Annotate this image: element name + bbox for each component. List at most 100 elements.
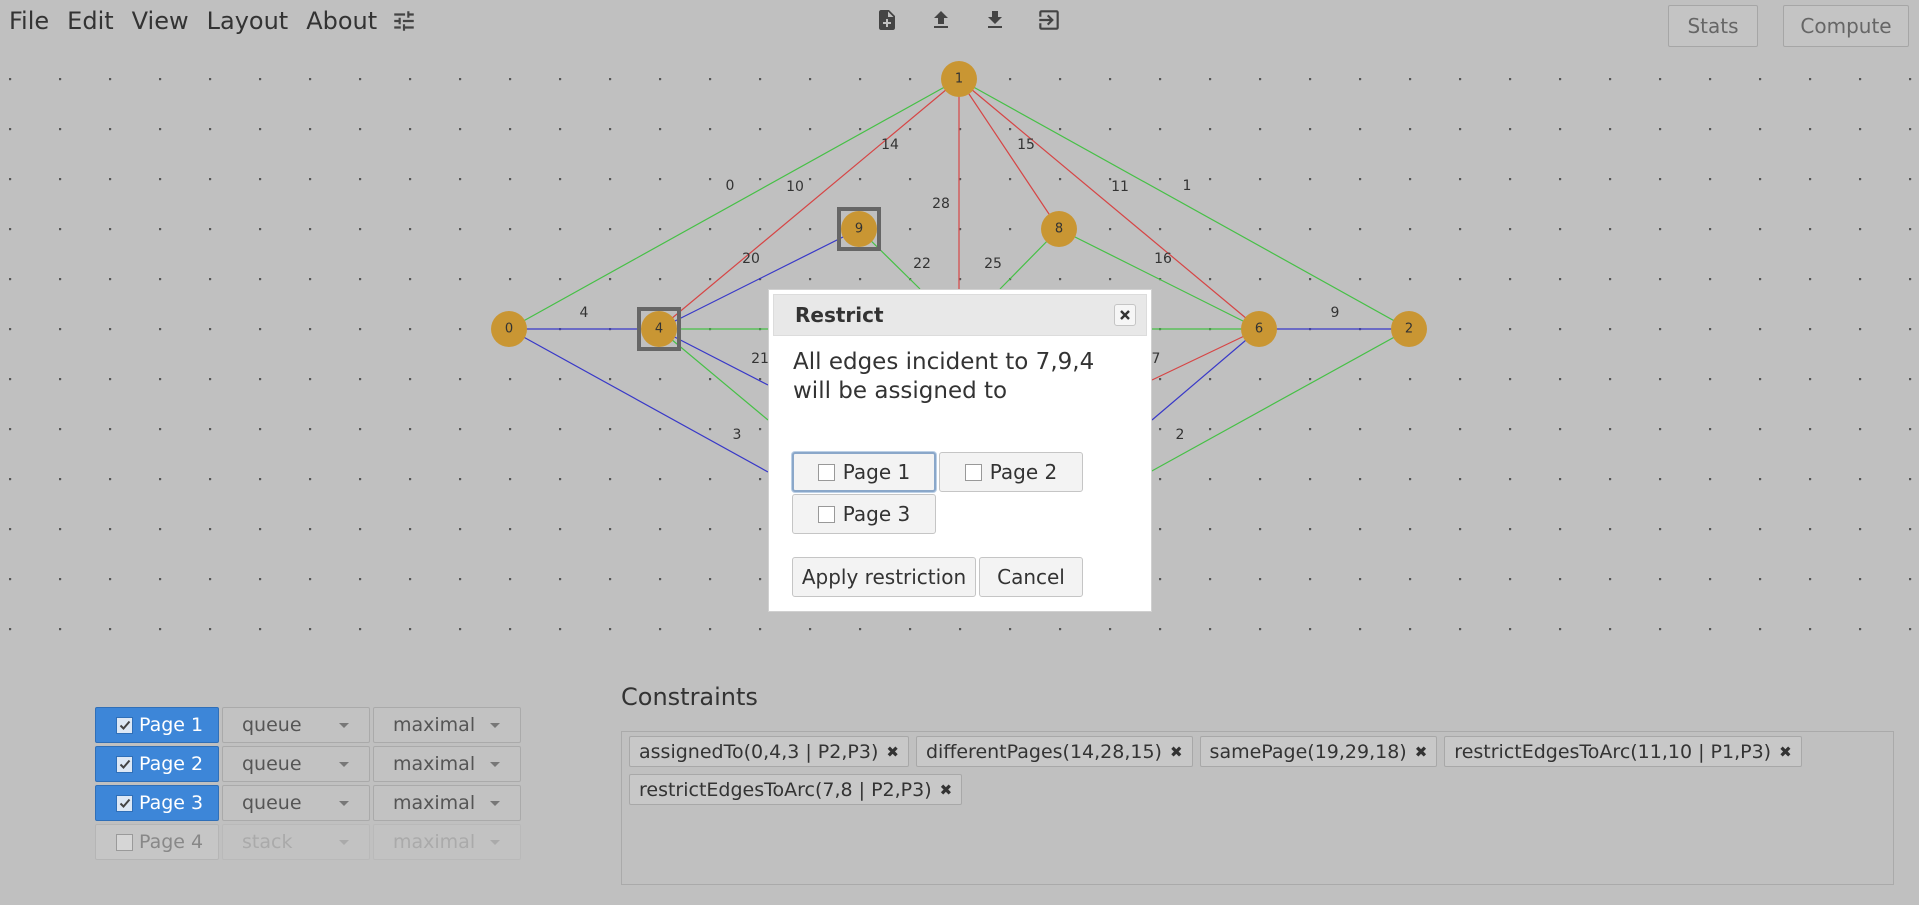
- remove-icon[interactable]: ✖: [1169, 742, 1183, 761]
- download-icon[interactable]: [982, 6, 1008, 34]
- edge-label: 20: [742, 251, 760, 267]
- edge[interactable]: [508, 78, 960, 330]
- page-1-mode-select[interactable]: maximal: [373, 707, 521, 743]
- edge[interactable]: [958, 78, 1060, 230]
- edge[interactable]: [1151, 328, 1260, 421]
- edge-label: 22: [913, 256, 931, 272]
- edge-label: 11: [1111, 179, 1129, 195]
- select-value: maximal: [393, 714, 476, 736]
- page-label: Page 1: [139, 714, 204, 736]
- svg-text:9: 9: [855, 222, 863, 237]
- constraint-chip: restrictEdgesToArc(7,8 | P2,P3) ✖: [629, 774, 963, 805]
- edge-label: 16: [1154, 251, 1172, 267]
- graph-node[interactable]: 8: [1041, 211, 1077, 247]
- graph-node-selected[interactable]: 4: [637, 307, 681, 351]
- stats-button[interactable]: Stats: [1668, 5, 1758, 47]
- dialog-message: All edges incident to 7,9,4 will be assi…: [793, 349, 1095, 404]
- apply-restriction-button[interactable]: Apply restriction: [792, 557, 976, 597]
- page-3-toggle[interactable]: Page 3: [95, 785, 219, 821]
- edge-label: 7: [1152, 351, 1161, 367]
- menu-file[interactable]: File: [9, 7, 50, 35]
- page-3-mode-select[interactable]: maximal: [373, 785, 521, 821]
- page-4-type-select[interactable]: stack: [222, 824, 370, 860]
- select-value: queue: [242, 753, 302, 775]
- page-3-type-select[interactable]: queue: [222, 785, 370, 821]
- graph-node[interactable]: 0: [491, 311, 527, 347]
- page-4-toggle[interactable]: Page 4: [95, 824, 219, 860]
- svg-text:4: 4: [655, 322, 663, 337]
- new-file-icon[interactable]: [874, 6, 900, 34]
- constraint-label: assignedTo(0,4,3 | P2,P3): [639, 740, 879, 763]
- select-value: maximal: [393, 792, 476, 814]
- chevron-down-icon: [339, 722, 349, 728]
- edge-label: 14: [881, 137, 899, 153]
- menu-edit[interactable]: Edit: [67, 7, 114, 35]
- page-2-type-select[interactable]: queue: [222, 746, 370, 782]
- edge[interactable]: [658, 78, 960, 330]
- svg-text:2: 2: [1405, 322, 1413, 337]
- graph-node[interactable]: 1: [941, 61, 977, 97]
- constraint-label: restrictEdgesToArc(11,10 | P1,P3): [1454, 740, 1772, 763]
- edge[interactable]: [508, 328, 769, 473]
- edge[interactable]: [1058, 228, 1260, 330]
- remove-icon[interactable]: ✖: [1779, 742, 1792, 761]
- edge[interactable]: [958, 78, 1260, 330]
- constraint-label: differentPages(14,28,15): [925, 740, 1162, 763]
- checkmark-icon: [116, 755, 133, 773]
- edge-label: 0: [726, 178, 735, 194]
- graph-node-selected[interactable]: 9: [837, 207, 881, 251]
- remove-icon[interactable]: ✖: [939, 780, 953, 799]
- constraints-list[interactable]: assignedTo(0,4,3 | P2,P3) ✖ differentPage…: [621, 731, 1894, 885]
- select-value: stack: [242, 831, 293, 853]
- option-label: Page 3: [842, 502, 911, 526]
- menu-bar: File Edit View Layout About: [0, 0, 417, 42]
- checkbox-icon[interactable]: [817, 505, 835, 523]
- edge[interactable]: [1149, 328, 1410, 473]
- select-value: maximal: [393, 753, 476, 775]
- option-label: Page 1: [842, 460, 911, 484]
- close-icon[interactable]: [1114, 304, 1136, 326]
- page-1-type-select[interactable]: queue: [222, 707, 370, 743]
- page-2-toggle[interactable]: Page 2: [95, 746, 219, 782]
- chevron-down-icon: [490, 761, 500, 767]
- compute-button[interactable]: Compute: [1783, 5, 1909, 47]
- remove-icon[interactable]: ✖: [886, 742, 899, 761]
- cancel-button[interactable]: Cancel: [979, 557, 1083, 597]
- page-label: Page 3: [139, 792, 204, 814]
- page-2-mode-select[interactable]: maximal: [373, 746, 521, 782]
- chevron-down-icon: [490, 800, 500, 806]
- menu-layout[interactable]: Layout: [206, 7, 289, 35]
- page-2-option[interactable]: Page 2: [939, 452, 1083, 492]
- remove-icon[interactable]: ✖: [1414, 742, 1428, 761]
- edge[interactable]: [658, 228, 860, 330]
- page-4-mode-select[interactable]: maximal: [373, 824, 521, 860]
- menu-about[interactable]: About: [306, 7, 378, 35]
- settings-sliders-icon[interactable]: [391, 8, 417, 34]
- graph-node[interactable]: 2: [1391, 311, 1427, 347]
- select-value: queue: [242, 792, 302, 814]
- chevron-down-icon: [339, 800, 349, 806]
- edge-label: 3: [733, 427, 742, 443]
- edge-label: 4: [580, 305, 589, 321]
- chevron-down-icon: [490, 722, 500, 728]
- edge[interactable]: [1151, 328, 1260, 381]
- edge-label: 25: [984, 256, 1002, 272]
- edge-label: 28: [932, 196, 950, 212]
- upload-icon[interactable]: [928, 6, 954, 34]
- page-1-toggle[interactable]: Page 1: [95, 707, 219, 743]
- edge-label: 9: [1331, 305, 1340, 321]
- menu-view[interactable]: View: [131, 7, 189, 35]
- export-icon[interactable]: [1036, 6, 1062, 34]
- restrict-dialog: Restrict All edges incident to 7,9,4 wil…: [768, 289, 1152, 612]
- checkbox-icon[interactable]: [817, 463, 835, 481]
- edge[interactable]: [958, 78, 1410, 330]
- page-1-option[interactable]: Page 1: [792, 452, 936, 492]
- page-row: Page 1 queue maximal: [95, 707, 521, 743]
- chevron-down-icon: [339, 839, 349, 845]
- constraint-label: restrictEdgesToArc(7,8 | P2,P3): [639, 778, 932, 801]
- page-3-option[interactable]: Page 3: [792, 494, 936, 534]
- edge-label: 15: [1017, 137, 1035, 153]
- page-label: Page 4: [139, 831, 204, 853]
- graph-node[interactable]: 6: [1241, 311, 1277, 347]
- checkbox-icon[interactable]: [964, 463, 982, 481]
